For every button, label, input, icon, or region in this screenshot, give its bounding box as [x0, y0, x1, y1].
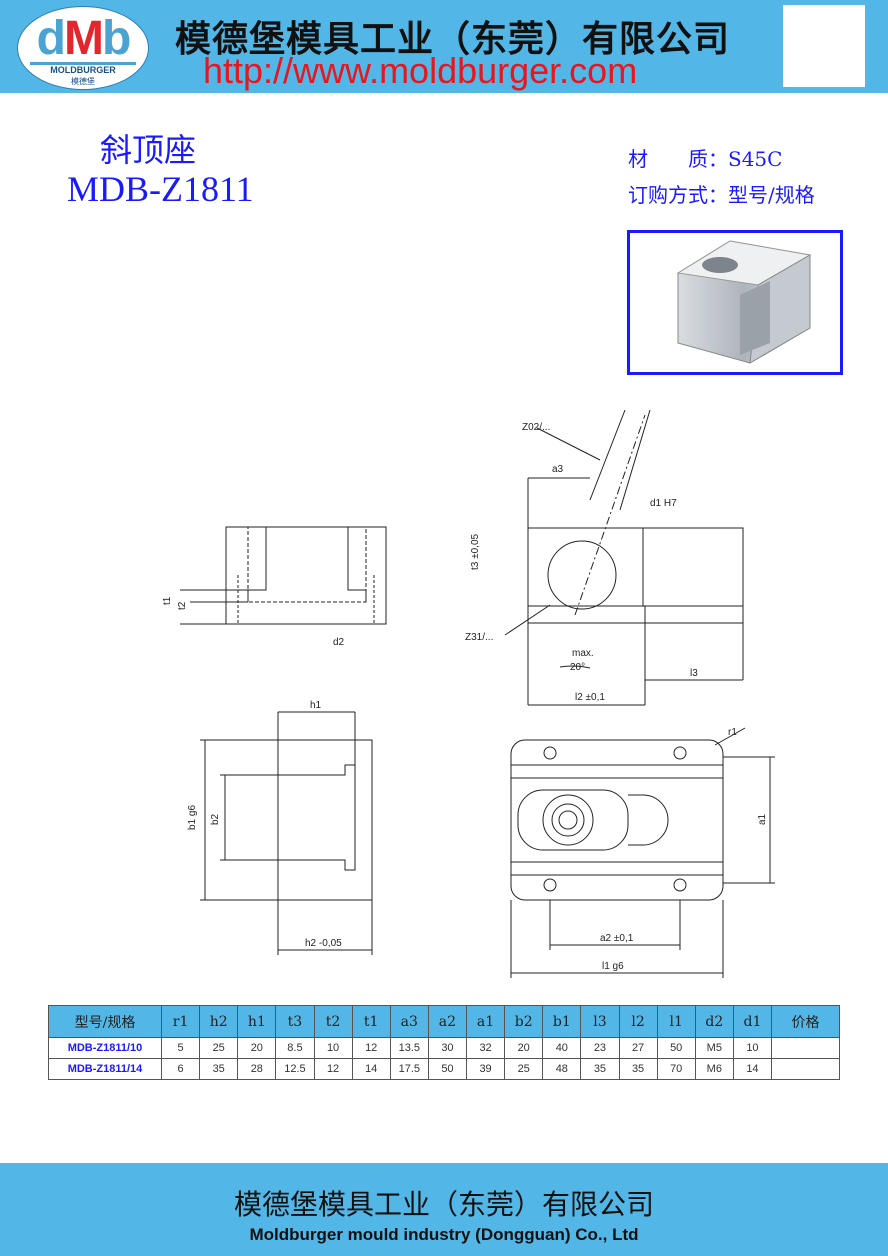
table-cell: 13.5: [389, 1037, 429, 1059]
label-angle: 20°: [570, 662, 585, 673]
label-d1: d1 H7: [650, 498, 677, 509]
website-url[interactable]: http://www.moldburger.com: [203, 50, 638, 91]
table-cell: 35: [618, 1058, 658, 1080]
table-cell: 14: [732, 1058, 773, 1080]
column-header: l2: [618, 1005, 658, 1038]
label-t1: t1: [162, 596, 173, 605]
table-cell: M6: [694, 1058, 734, 1080]
column-header: l1: [656, 1005, 696, 1038]
label-a3: a3: [552, 464, 564, 475]
label-max: max.: [572, 648, 594, 659]
company-name: 模德堡模具工业（东莞）有限公司: [175, 19, 731, 60]
company-logo: dMb MOLDBURGER 模德堡: [17, 6, 149, 90]
table-cell: 12: [351, 1037, 391, 1059]
table-cell: 25: [504, 1058, 544, 1080]
table-cell: 48: [542, 1058, 582, 1080]
column-header: a2: [427, 1005, 468, 1038]
column-header: t1: [351, 1005, 391, 1038]
table-cell: 50: [656, 1037, 696, 1059]
technical-drawing: Z02/... a3 d1 H7 t3 ±0,05 Z31/... max. 2…: [162, 409, 775, 978]
qr-code-icon: [783, 5, 865, 87]
footer-company-en: Moldburger mould industry (Dongguan) Co.…: [249, 1225, 639, 1244]
column-header: t2: [313, 1005, 353, 1038]
label-a1: a1: [757, 813, 768, 825]
table-cell: [771, 1058, 840, 1080]
table-cell: 23: [580, 1037, 620, 1059]
table-cell: M5: [694, 1037, 734, 1059]
table-cell: 14: [351, 1058, 391, 1080]
label-z31: Z31/...: [465, 632, 493, 643]
column-header: a1: [465, 1005, 506, 1038]
table-cell: 50: [427, 1058, 468, 1080]
product-name: 斜顶座: [100, 131, 197, 169]
label-d2: d2: [333, 637, 345, 648]
table-cell: 35: [199, 1058, 239, 1080]
footer-banner: 模德堡模具工业（东莞）有限公司 Moldburger mould industr…: [0, 1163, 888, 1256]
table-cell: 10: [732, 1037, 773, 1059]
label-r1: r1: [728, 727, 737, 738]
product-photo: [627, 230, 843, 375]
label-b1: b1 g6: [187, 805, 198, 830]
material-spec: 材 质：S45C: [628, 147, 783, 171]
label-b2: b2: [210, 813, 221, 825]
table-cell: 28: [237, 1058, 277, 1080]
table-cell: 8.5: [275, 1037, 315, 1059]
column-header: a3: [389, 1005, 429, 1038]
table-cell: 40: [542, 1037, 582, 1059]
label-l1: l1 g6: [602, 961, 624, 972]
label-l2: l2 ±0,1: [575, 692, 605, 703]
table-cell: 20: [504, 1037, 544, 1059]
order-spec: 订购方式：型号/规格: [628, 183, 815, 207]
table-cell: 12: [313, 1058, 353, 1080]
label-h2: h2 -0,05: [305, 938, 342, 949]
label-t2: t2: [177, 601, 188, 610]
footer-company-cn: 模德堡模具工业（东莞）有限公司: [233, 1188, 654, 1221]
table-cell: 10: [313, 1037, 353, 1059]
column-header: 型号/规格: [48, 1005, 162, 1038]
model-cell: MDB-Z1811/14: [48, 1058, 162, 1080]
label-t3: t3 ±0,05: [470, 533, 481, 570]
table-cell: 35: [580, 1058, 620, 1080]
table-cell: 20: [237, 1037, 277, 1059]
table-cell: 12.5: [275, 1058, 315, 1080]
column-header: 价格: [771, 1005, 840, 1038]
column-header: t3: [275, 1005, 315, 1038]
column-header: b1: [542, 1005, 582, 1038]
table-cell: 25: [199, 1037, 239, 1059]
column-header: b2: [504, 1005, 544, 1038]
column-header: d1: [732, 1005, 773, 1038]
table-cell: [771, 1037, 840, 1059]
product-code: MDB-Z1811: [67, 169, 254, 209]
label-h1: h1: [310, 700, 322, 711]
column-header: r1: [160, 1005, 201, 1038]
column-header: h2: [199, 1005, 239, 1038]
table-cell: 30: [427, 1037, 468, 1059]
column-header: d2: [694, 1005, 734, 1038]
column-header: l3: [580, 1005, 620, 1038]
label-a2: a2 ±0,1: [600, 933, 634, 944]
table-cell: 5: [160, 1037, 201, 1059]
table-cell: 6: [160, 1058, 201, 1080]
header-banner: dMb MOLDBURGER 模德堡 模德堡模具工业（东莞）有限公司 http:…: [0, 0, 888, 93]
model-cell: MDB-Z1811/10: [48, 1037, 162, 1059]
table-cell: 39: [465, 1058, 506, 1080]
table-cell: 70: [656, 1058, 696, 1080]
table-cell: 32: [465, 1037, 506, 1059]
table-cell: 27: [618, 1037, 658, 1059]
label-z02: Z02/...: [522, 422, 550, 433]
table-cell: 17.5: [389, 1058, 429, 1080]
label-l3: l3: [690, 668, 698, 679]
column-header: h1: [237, 1005, 277, 1038]
